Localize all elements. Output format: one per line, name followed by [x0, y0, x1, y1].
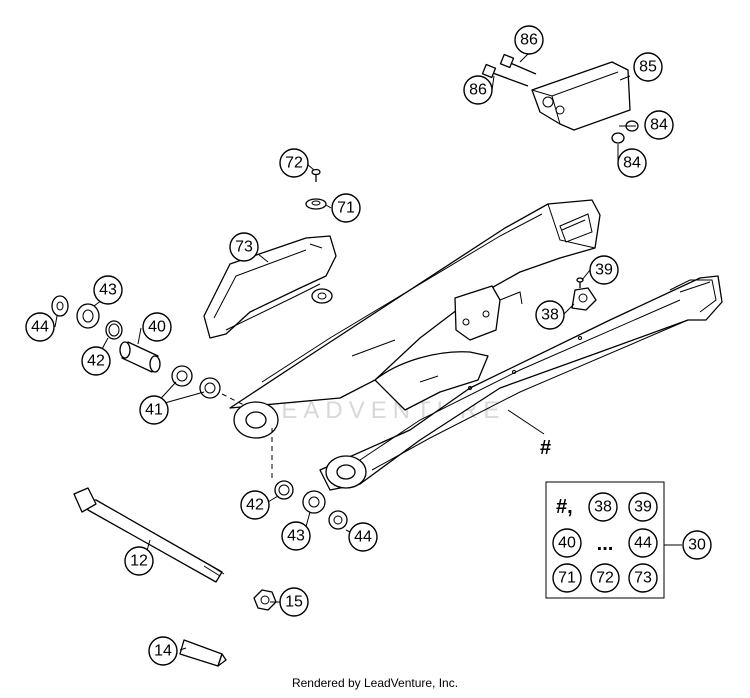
callout-30: 30 [682, 530, 712, 560]
axis-line-upper [221, 393, 247, 407]
svg-text:44: 44 [634, 535, 652, 552]
chain-guide [531, 61, 631, 131]
swingarm [229, 199, 723, 491]
washer-42-left [105, 320, 123, 340]
callout-86-top: 86 [514, 25, 544, 55]
washer-42-right [274, 480, 294, 500]
callout-72: 72 [279, 148, 309, 178]
callout-42-right: 42 [240, 490, 270, 520]
callout-85: 85 [633, 52, 663, 82]
screw-39 [576, 277, 584, 288]
seal-44-left [51, 295, 69, 317]
callout-12: 12 [124, 546, 154, 576]
legend-callout-73: 73 [628, 563, 658, 593]
svg-text:38: 38 [541, 307, 559, 324]
callout-84-lower: 84 [617, 148, 647, 178]
bolt-86-lower [481, 63, 529, 87]
svg-text:86: 86 [520, 32, 538, 49]
svg-text:42: 42 [87, 353, 105, 370]
hash-label: # [540, 437, 551, 459]
nut-15 [253, 589, 277, 611]
svg-text:85: 85 [639, 59, 657, 76]
svg-text:72: 72 [285, 155, 303, 172]
svg-text:71: 71 [558, 570, 576, 587]
svg-text:43: 43 [99, 282, 117, 299]
seal-44-right [328, 510, 348, 530]
svg-text:72: 72 [596, 570, 614, 587]
needle-bearing-41a [171, 365, 193, 387]
svg-text:44: 44 [354, 529, 372, 546]
callout-44-left: 44 [25, 312, 55, 342]
callout-14: 14 [148, 636, 178, 666]
footer-credit: Rendered by LeadVenture, Inc. [291, 676, 459, 690]
pin-14 [179, 639, 227, 667]
callout-15: 15 [279, 587, 309, 617]
svg-text:15: 15 [285, 594, 303, 611]
sleeve-40 [119, 341, 161, 373]
svg-text:38: 38 [594, 499, 612, 516]
callout-44-right: 44 [348, 522, 378, 552]
svg-text:73: 73 [634, 570, 652, 587]
legend-hash-label: #, [556, 496, 573, 518]
callout-71: 71 [331, 193, 361, 223]
pivot-bolt-12 [73, 487, 225, 583]
legend-callout-44: 44 [628, 528, 658, 558]
legend-callout-71: 71 [552, 563, 582, 593]
svg-text:84: 84 [650, 117, 668, 134]
callout-39: 39 [589, 255, 619, 285]
svg-text:40: 40 [558, 535, 576, 552]
callout-38: 38 [535, 300, 565, 330]
hash-leader [507, 409, 545, 435]
svg-text:84: 84 [623, 155, 641, 172]
kit-legend: #, 38 39 40 ... 44 71 72 73 [545, 481, 665, 599]
svg-text:73: 73 [235, 239, 253, 256]
nut-84-lower [611, 132, 625, 144]
svg-text:44: 44 [31, 319, 49, 336]
legend-callout-38: 38 [588, 492, 618, 522]
legend-callout-39: 39 [628, 492, 658, 522]
legend-range-dots: ... [597, 533, 614, 555]
callout-86-left: 86 [463, 75, 493, 105]
svg-text:86: 86 [469, 82, 487, 99]
callout-43-right: 43 [281, 521, 311, 551]
svg-text:42: 42 [246, 497, 264, 514]
svg-text:40: 40 [148, 319, 166, 336]
svg-text:41: 41 [145, 402, 163, 419]
svg-text:39: 39 [634, 499, 652, 516]
svg-text:71: 71 [337, 200, 355, 217]
legend-callout-72: 72 [590, 563, 620, 593]
washer-71 [305, 198, 327, 210]
callout-40: 40 [142, 312, 172, 342]
callout-73: 73 [229, 232, 259, 262]
svg-text:43: 43 [287, 528, 305, 545]
screw-72 [311, 168, 321, 182]
bearing-43-left [76, 303, 100, 329]
bolt-86-upper [499, 53, 537, 75]
callout-84-upper: 84 [644, 110, 674, 140]
callout-43-left: 43 [93, 275, 123, 305]
chain-slider [203, 235, 337, 339]
svg-text:14: 14 [154, 643, 172, 660]
needle-bearing-41b [199, 377, 221, 399]
svg-text:30: 30 [688, 537, 706, 554]
legend-callout-40: 40 [552, 528, 582, 558]
callout-41: 41 [139, 395, 169, 425]
svg-text:12: 12 [130, 553, 148, 570]
bearing-43-right [302, 490, 326, 514]
callout-42-left: 42 [81, 346, 111, 376]
svg-text:39: 39 [595, 262, 613, 279]
